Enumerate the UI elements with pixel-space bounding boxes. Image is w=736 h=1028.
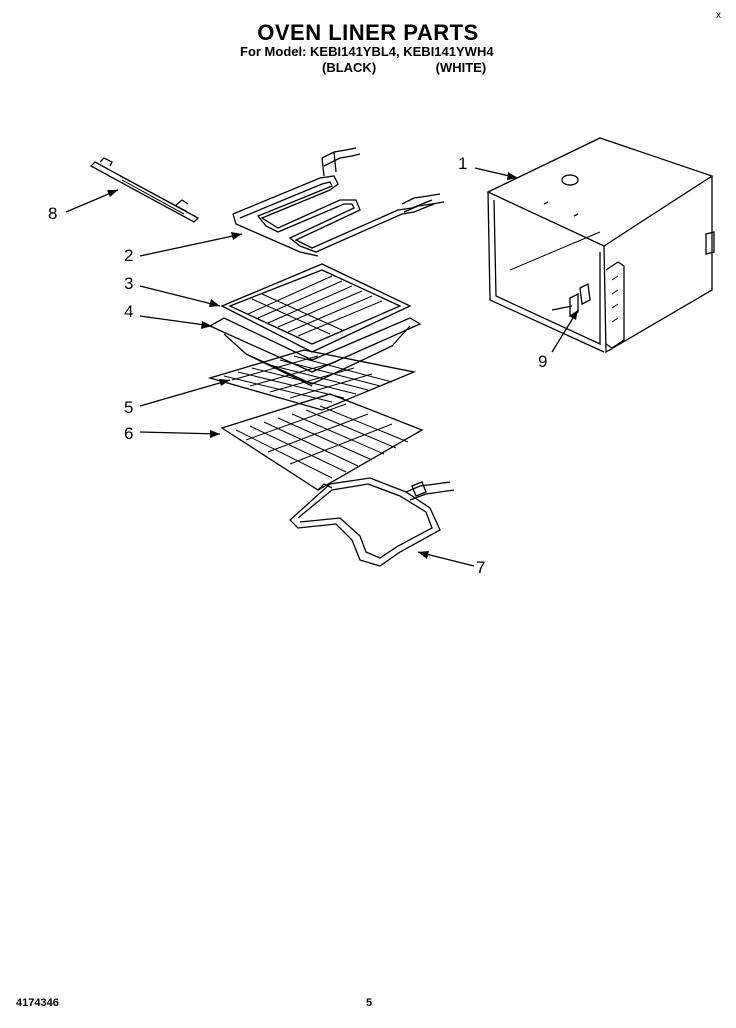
callout-1: 1 bbox=[458, 154, 468, 173]
corner-mark: x bbox=[716, 10, 721, 21]
part-6-lower-rack bbox=[220, 393, 424, 491]
variant-white: (WHITE) bbox=[435, 60, 487, 75]
part-5-upper-rack bbox=[207, 349, 417, 411]
callout-2: 2 bbox=[124, 246, 134, 265]
callout-8: 8 bbox=[48, 204, 58, 223]
color-variants: (BLACK) (WHITE) bbox=[322, 60, 486, 75]
callout-3: 3 bbox=[124, 274, 134, 293]
part-9-fastener bbox=[551, 292, 579, 318]
callout-4: 4 bbox=[124, 302, 134, 321]
part-8-bracket bbox=[89, 157, 200, 223]
page-number: 5 bbox=[366, 997, 373, 1009]
callout-9: 9 bbox=[538, 352, 548, 371]
document-number: 4174346 bbox=[16, 997, 59, 1009]
page-title: OVEN LINER PARTS bbox=[257, 20, 479, 45]
part-3-broiler-grid bbox=[220, 263, 412, 353]
part-2-broil-element bbox=[232, 147, 445, 257]
callout-5: 5 bbox=[124, 398, 134, 417]
part-7-bake-element bbox=[289, 477, 455, 567]
leader-lines bbox=[65, 167, 579, 567]
model-line: For Model: KEBI141YBL4, KEBI141YWH4 bbox=[240, 44, 494, 59]
variant-black: (BLACK) bbox=[322, 60, 377, 75]
callout-7: 7 bbox=[476, 558, 486, 577]
callout-6: 6 bbox=[124, 424, 134, 443]
part-1-oven-liner bbox=[486, 137, 715, 354]
